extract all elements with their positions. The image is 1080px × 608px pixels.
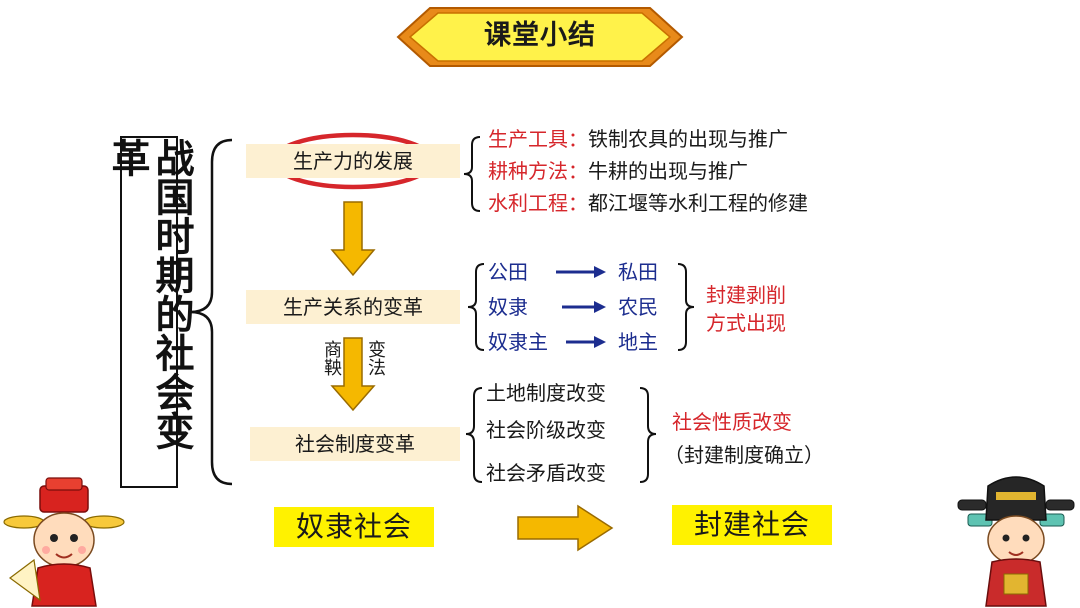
down-arrow-2 (330, 337, 376, 412)
system-result-line1: 社会性质改变 (672, 410, 792, 434)
relation-result-line1: 封建剥削 (706, 283, 786, 307)
system-item: 土地制度改变 (486, 381, 606, 405)
brace-relations-right (677, 263, 695, 351)
down-arrow-1 (330, 201, 376, 277)
transition-from: 奴隶社会 (274, 507, 434, 547)
productivity-key: 水利工程： (488, 191, 588, 215)
relation-arrow-1 (556, 266, 606, 278)
productivity-item: 水利工程：都江堰等水利工程的修建 (488, 190, 808, 216)
stage-system: 社会制度变革 (250, 427, 460, 461)
relation-arrow-2 (562, 301, 606, 313)
productivity-value: 都江堰等水利工程的修建 (588, 191, 808, 215)
brace-system-left (465, 387, 483, 483)
official-cartoon-right (957, 476, 1075, 607)
relation-to: 私田 (618, 260, 658, 284)
relation-from: 奴隶 (488, 295, 528, 319)
relation-from: 奴隶主 (488, 330, 548, 354)
productivity-key: 生产工具： (488, 127, 588, 151)
relation-to: 地主 (618, 330, 658, 354)
official-cartoon-left (3, 477, 125, 607)
productivity-value: 铁制农具的出现与推广 (588, 127, 788, 151)
transition-to: 封建社会 (672, 505, 832, 545)
system-item: 社会阶级改变 (486, 418, 606, 442)
transition-arrow (517, 504, 614, 552)
productivity-item: 生产工具：铁制农具的出现与推广 (488, 126, 788, 152)
main-topic-box: 战国时期的社会变革 (105, 136, 194, 488)
main-brace (189, 138, 233, 486)
brace-relations-left (467, 263, 485, 351)
reform-label-left: 商鞅 (321, 340, 342, 376)
system-item: 社会矛盾改变 (486, 461, 606, 485)
page-title: 课堂小结 (484, 20, 596, 51)
relation-arrow-3 (566, 336, 606, 348)
brace-system-right (639, 387, 657, 483)
reform-label-right: 变法 (365, 340, 386, 376)
relation-from: 公田 (488, 260, 528, 284)
productivity-key: 耕种方法： (488, 159, 588, 183)
stage-productivity: 生产力的发展 (246, 144, 460, 178)
main-topic-text: 战国时期的社会变革 (105, 138, 194, 450)
relation-result-line2: 方式出现 (706, 311, 786, 335)
brace-productivity (463, 136, 481, 212)
productivity-item: 耕种方法：牛耕的出现与推广 (488, 158, 748, 184)
productivity-value: 牛耕的出现与推广 (588, 159, 748, 183)
title-banner (396, 7, 684, 67)
stage-relations: 生产关系的变革 (246, 290, 460, 324)
system-result-line2: （封建制度确立） (664, 443, 824, 467)
relation-to: 农民 (618, 295, 658, 319)
